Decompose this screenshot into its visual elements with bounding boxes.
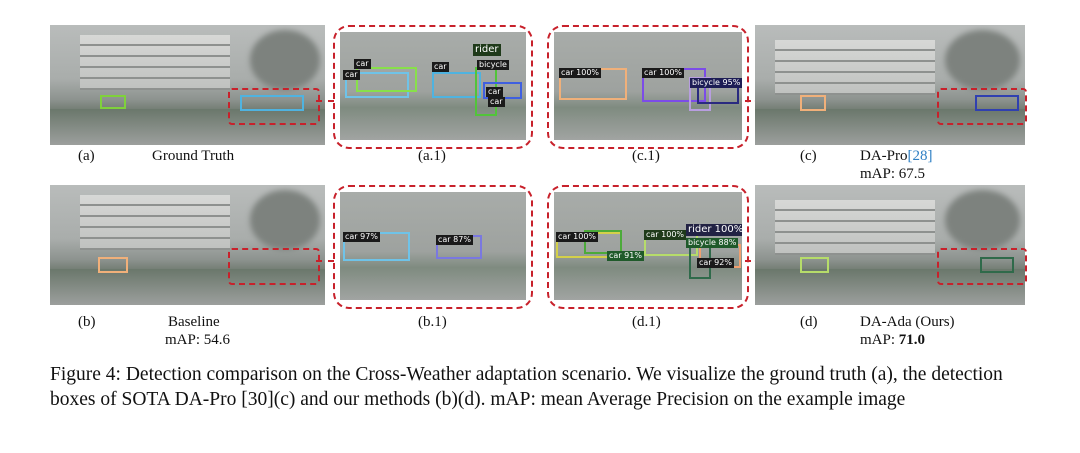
label-c: (c) (800, 148, 817, 164)
crop-frame-c1 (547, 25, 749, 149)
det-tag: car 100% (644, 230, 687, 240)
title-c: DA-Pro[28] (860, 148, 933, 164)
det-tag: rider 100% (686, 224, 742, 236)
det-tag: car 87% (436, 235, 473, 245)
image-c-da-pro (755, 25, 1025, 145)
crop-frame-b1 (333, 185, 533, 309)
title-d: DA-Ada (Ours) (860, 314, 955, 330)
det-tag: bicycle (477, 60, 509, 70)
det-tag: car 92% (697, 258, 734, 268)
det-tag: car 100% (556, 232, 599, 242)
title-a: Ground Truth (152, 148, 235, 164)
label-d: (d) (800, 314, 818, 330)
det-tag: car (432, 62, 449, 72)
det-tag: car 100% (642, 68, 685, 78)
crop-frame-d1 (547, 185, 749, 309)
det-tag: car (486, 87, 503, 97)
title-b: Baseline (168, 314, 220, 330)
image-a1: car car car rider bicycle car car (340, 32, 526, 140)
det-tag: car (354, 59, 371, 69)
det-tag: car 91% (607, 251, 644, 261)
label-a: (a) (78, 148, 95, 164)
label-c1: (c.1) (632, 148, 660, 164)
image-b-baseline (50, 185, 325, 305)
map-c: mAP: 67.5 (860, 166, 926, 182)
zoom-region-b (228, 248, 320, 285)
label-b: (b) (78, 314, 96, 330)
image-d-da-ada (755, 185, 1025, 305)
det-tag: bicycle 95% (690, 78, 742, 88)
zoom-region-c (937, 88, 1027, 125)
crop-frame-a1 (333, 25, 533, 149)
det-tag: car 100% (559, 68, 602, 78)
image-a-ground-truth (50, 25, 325, 145)
label-b1: (b.1) (418, 314, 447, 330)
det-tag: bicycle 88% (686, 238, 739, 248)
citation-link[interactable]: [28] (907, 148, 933, 164)
zoom-region-a (228, 88, 320, 125)
det-tag: car (488, 97, 505, 107)
image-b1: car 97% car 87% (340, 192, 526, 300)
image-d1: car 100% car 100% rider 100% bicycle 88%… (554, 192, 742, 300)
image-c1: car 100% car 100% bicycle 95% (554, 32, 742, 140)
map-d: mAP: 71.0 (860, 332, 926, 348)
map-b: mAP: 54.6 (165, 332, 231, 348)
det-tag: car (343, 70, 360, 80)
figure-caption: Figure 4: Detection comparison on the Cr… (50, 364, 1003, 410)
label-a1: (a.1) (418, 148, 446, 164)
label-d1: (d.1) (632, 314, 661, 330)
det-tag: car 97% (343, 232, 380, 242)
zoom-region-d (937, 248, 1027, 285)
det-tag: rider (473, 44, 501, 56)
